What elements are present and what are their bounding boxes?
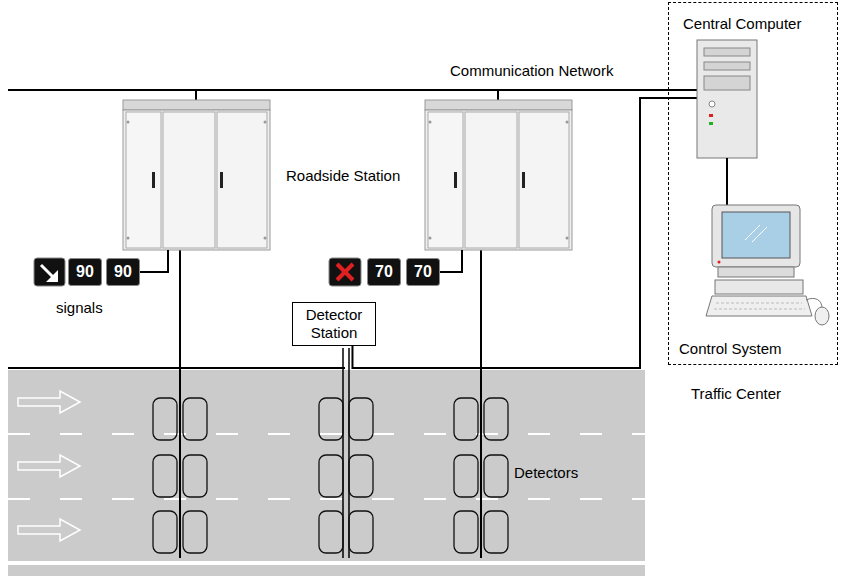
node-text: 70 bbox=[375, 263, 393, 281]
speed-sign: 70 bbox=[367, 258, 401, 286]
roadside-cabinet bbox=[425, 100, 572, 250]
network-line bbox=[8, 90, 697, 100]
computer-label: Central Computer bbox=[683, 15, 801, 32]
detector-loops bbox=[153, 250, 508, 558]
station-label: Roadside Station bbox=[286, 167, 400, 184]
computer-tower bbox=[697, 40, 757, 205]
traffic-center-region: Central ComputerControl SystemTraffic Ce… bbox=[668, 2, 838, 365]
workstation bbox=[706, 205, 829, 325]
control-system-label: Control System bbox=[679, 340, 782, 357]
detectors-label: Detectors bbox=[514, 464, 578, 481]
signals-label: signals bbox=[56, 299, 103, 316]
node-text: 90 bbox=[114, 263, 132, 281]
roadside-cabinet bbox=[123, 100, 270, 250]
network-connector bbox=[352, 98, 668, 368]
speed-sign: 90 bbox=[68, 258, 102, 286]
speed-sign: 70 bbox=[406, 258, 440, 286]
region-caption: Traffic Center bbox=[691, 385, 781, 402]
network-label: Communication Network bbox=[450, 62, 613, 79]
detector-station-box: Detector Station bbox=[292, 302, 376, 346]
speed-sign: 90 bbox=[106, 258, 140, 286]
node-text: Detector Station bbox=[297, 306, 371, 342]
arrow-sign bbox=[34, 258, 65, 286]
road bbox=[8, 368, 645, 576]
node-text: 90 bbox=[76, 263, 94, 281]
node-text: 70 bbox=[414, 263, 432, 281]
lane-closed-sign bbox=[329, 258, 361, 286]
